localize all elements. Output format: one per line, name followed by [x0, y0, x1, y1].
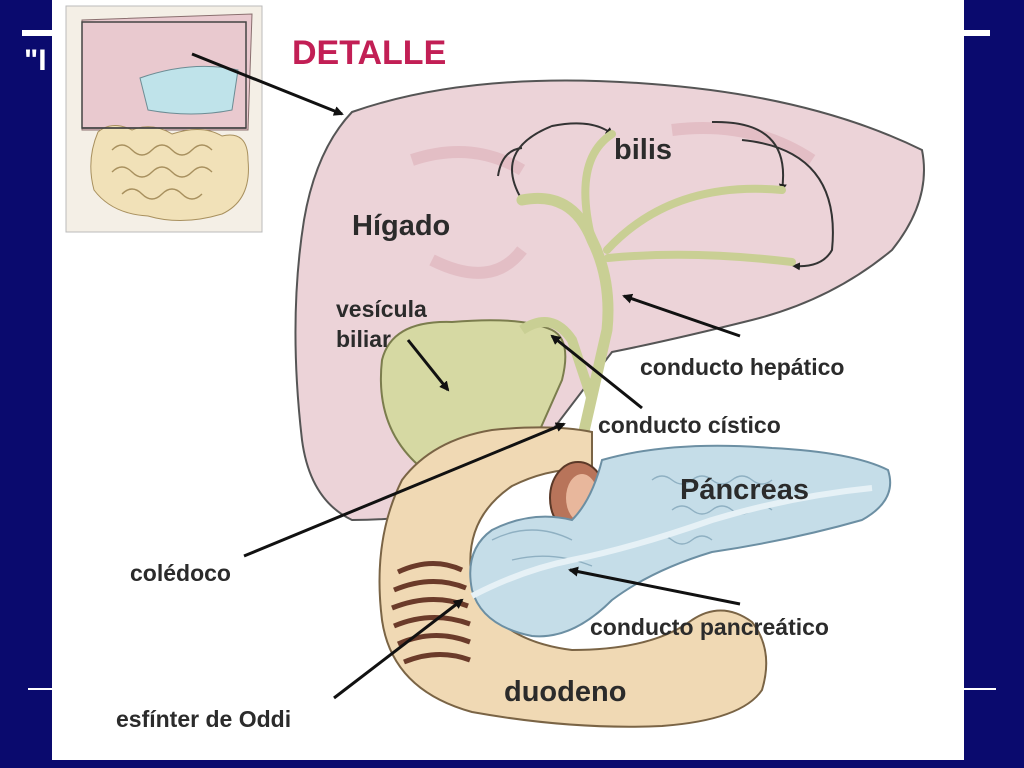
diagram-title: DETALLE — [292, 34, 447, 72]
label-duodeno: duodeno — [504, 676, 627, 708]
anatomy-diagram: DETALLE bilis Hígado vesícula biliar con… — [52, 0, 964, 760]
torso-thumbnail — [65, 5, 263, 233]
arrow-icon — [243, 422, 566, 558]
label-conducto-cistico: conducto cístico — [598, 412, 781, 438]
label-bilis: bilis — [614, 134, 673, 166]
label-coledoco: colédoco — [130, 560, 231, 586]
slide-bottom-line-left — [28, 688, 52, 690]
diagram-drawing — [65, 5, 925, 728]
arrow-icon — [550, 334, 643, 410]
label-conducto-hepatico: conducto hepático — [640, 354, 845, 380]
label-vesicula-biliar: vesícula biliar — [336, 296, 427, 352]
arrow-icon — [406, 339, 450, 392]
detail-arrow-icon — [191, 52, 344, 116]
label-higado: Hígado — [352, 210, 451, 242]
slide-top-line — [964, 30, 990, 36]
slide-title-fragment: "I — [24, 44, 47, 77]
pancreatic-duct — [470, 485, 873, 599]
pancreas-shape — [469, 444, 892, 638]
arrow-icon — [622, 293, 741, 338]
duodenum-shape — [378, 426, 768, 728]
slide-bottom-line — [964, 688, 996, 690]
arrow-icon — [568, 566, 741, 606]
arrow-icon — [333, 598, 464, 700]
slide-top-line-left — [22, 30, 52, 36]
label-pancreas: Páncreas — [680, 474, 809, 506]
label-conducto-pancreatico: conducto pancreático — [590, 614, 829, 640]
label-esfinter-de-oddi: esfínter de Oddi — [116, 706, 292, 732]
